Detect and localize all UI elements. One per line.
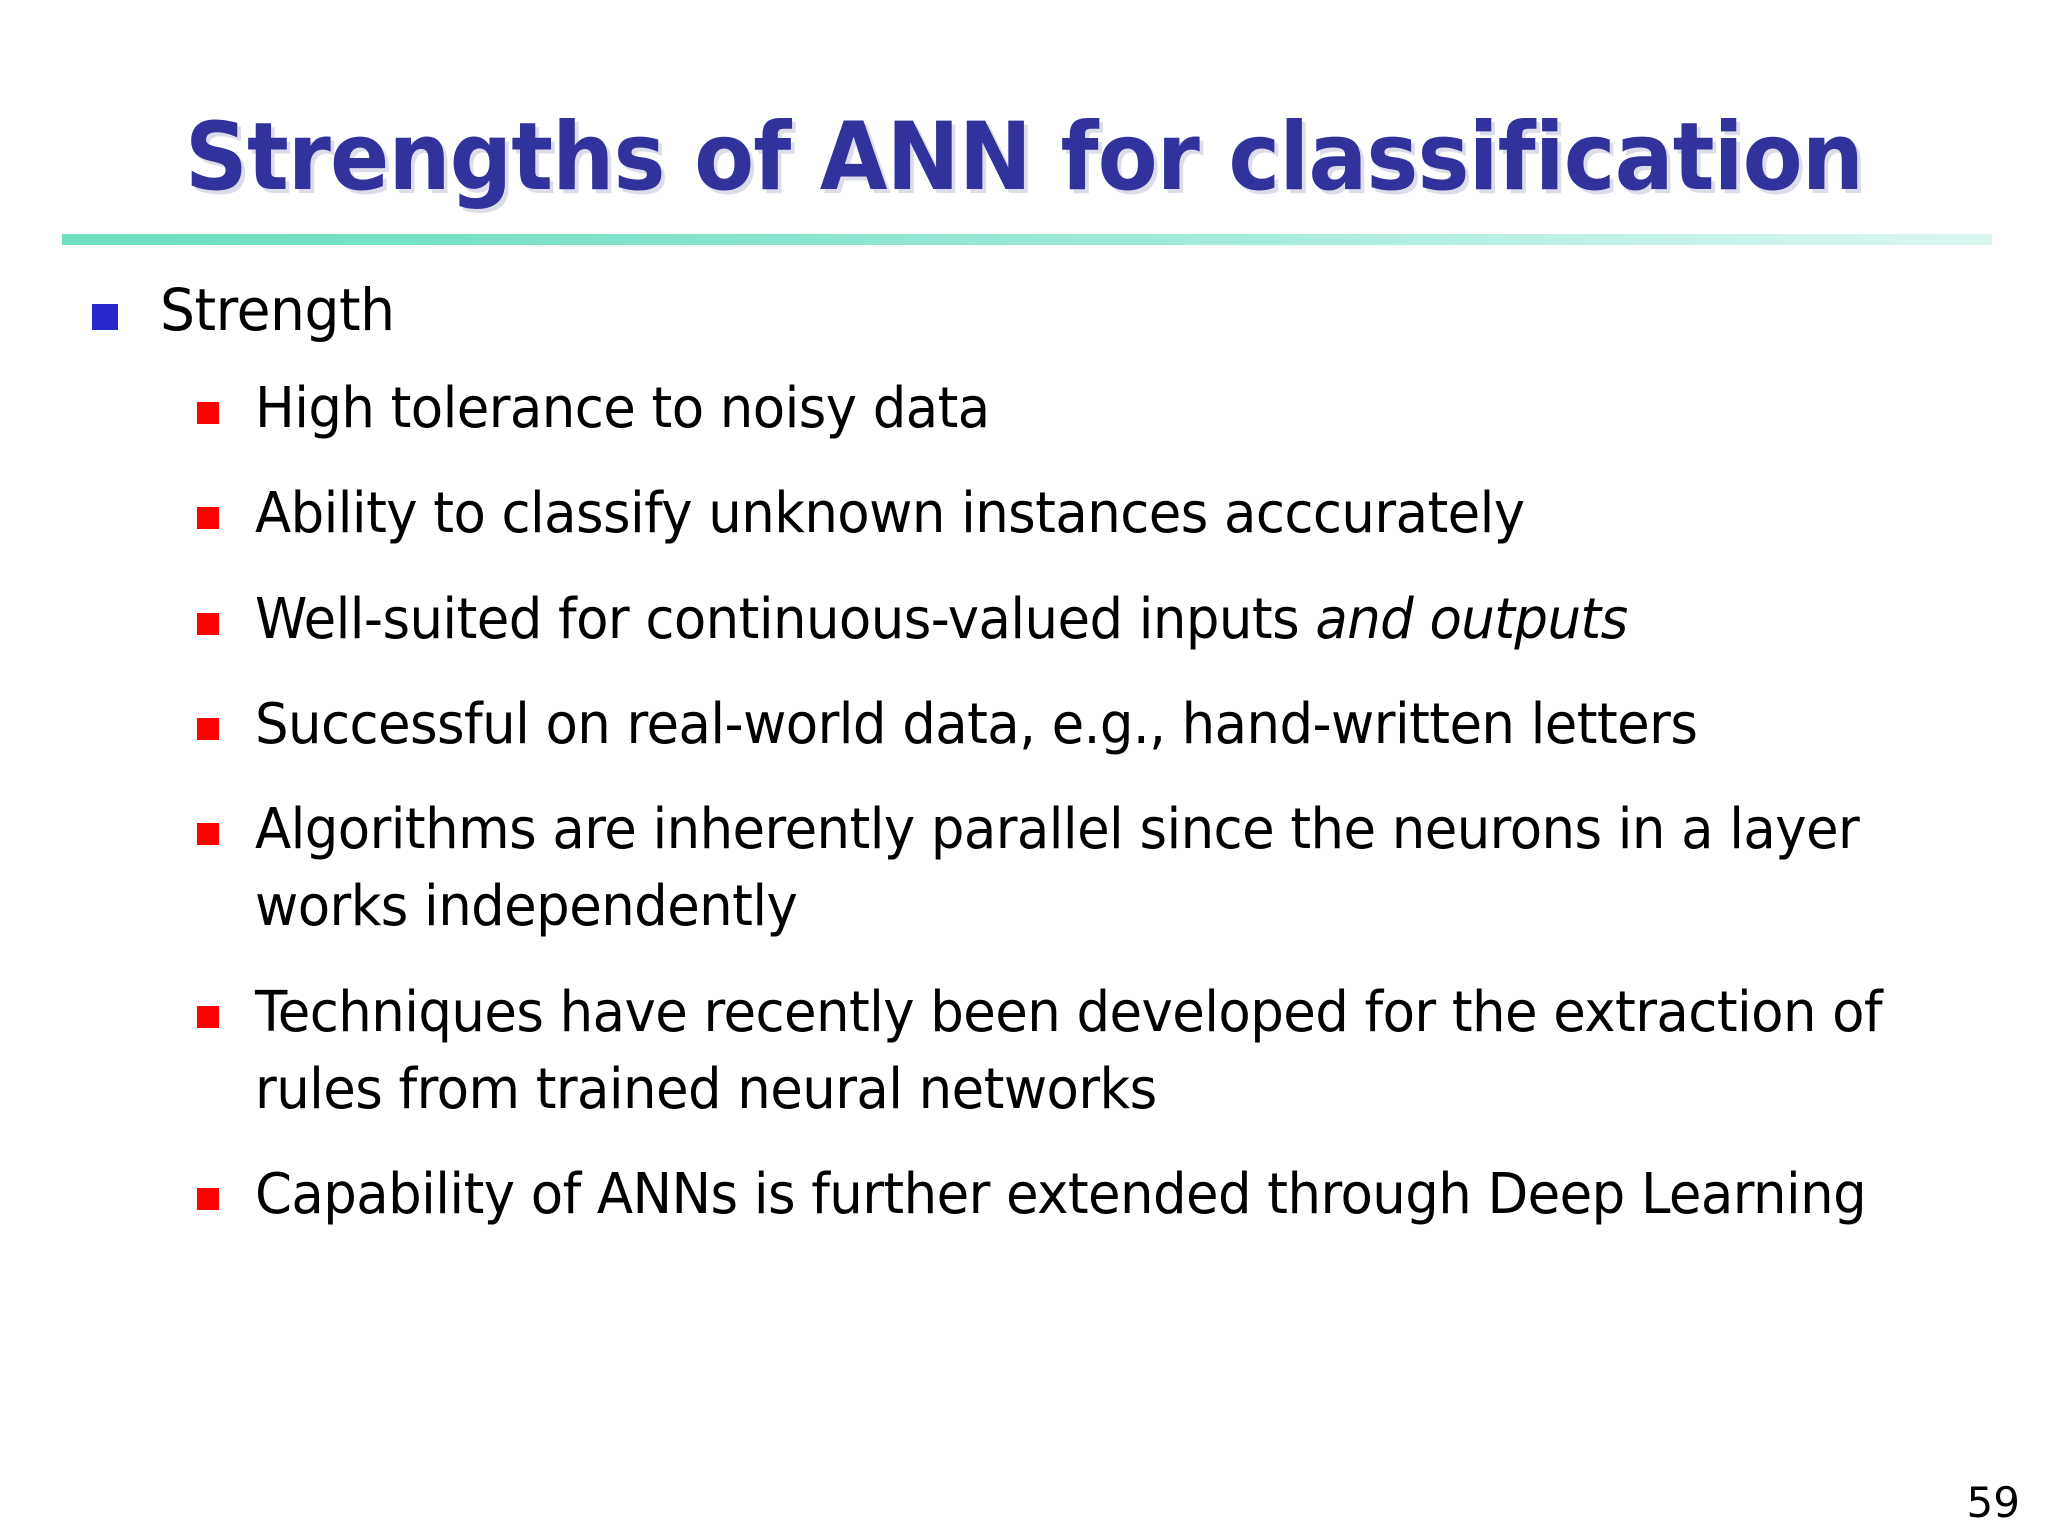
title-divider-rule bbox=[62, 234, 1992, 245]
red-square-bullet-icon bbox=[197, 507, 219, 530]
bullet-level1-label: Strength bbox=[160, 276, 395, 344]
bullet-level2-label-plain: Well-suited for continuous-valued inputs bbox=[255, 586, 1316, 652]
bullet-level2-label: Algorithms are inherently parallel since… bbox=[255, 797, 1860, 940]
list-item: Ability to classify unknown instances ac… bbox=[0, 475, 2048, 552]
page-title: Strengths of ANN for classification bbox=[184, 102, 1864, 212]
slide-body: Strength High tolerance to noisy data Ab… bbox=[0, 276, 2048, 1261]
bullet-level2-label: Techniques have recently been developed … bbox=[255, 979, 1883, 1122]
bullet-level2-label-italic: and outputs bbox=[1315, 586, 1628, 652]
page-number: 59 bbox=[1966, 1478, 2020, 1527]
blue-square-bullet-icon bbox=[92, 304, 118, 330]
bullet-level2-label: Successful on real-world data, e.g., han… bbox=[255, 691, 1698, 757]
bullet-level2-label: Ability to classify unknown instances ac… bbox=[255, 481, 1525, 547]
red-square-bullet-icon bbox=[197, 717, 219, 740]
bullet-level2-label: Well-suited for continuous-valued inputs… bbox=[255, 581, 1949, 658]
list-item: High tolerance to noisy data bbox=[0, 370, 2048, 447]
list-item: Capability of ANNs is further extended t… bbox=[0, 1156, 2048, 1233]
bullet-level1-strength: Strength bbox=[0, 276, 2048, 360]
red-square-bullet-icon bbox=[197, 612, 219, 635]
list-item: Well-suited for continuous-valued inputs… bbox=[0, 581, 2048, 658]
bullet-level2-label: Capability of ANNs is further extended t… bbox=[255, 1162, 1867, 1228]
red-square-bullet-icon bbox=[197, 1188, 219, 1211]
red-square-bullet-icon bbox=[197, 823, 219, 846]
bullet-level2-label: High tolerance to noisy data bbox=[255, 376, 990, 441]
list-item: Successful on real-world data, e.g., han… bbox=[0, 686, 2048, 763]
red-square-bullet-icon bbox=[197, 1005, 219, 1028]
red-square-bullet-icon bbox=[197, 402, 219, 424]
list-item: Algorithms are inherently parallel since… bbox=[0, 791, 2048, 946]
list-item: Techniques have recently been developed … bbox=[0, 974, 2048, 1129]
